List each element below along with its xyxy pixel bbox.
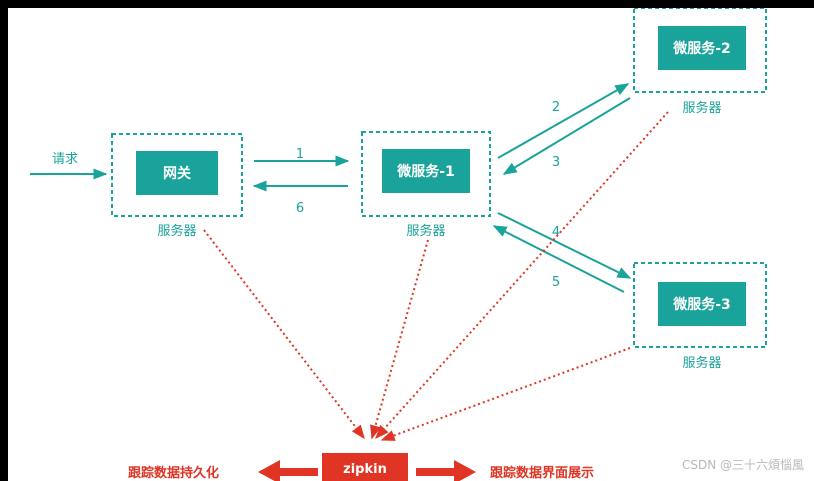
trace-arrow-ms1 bbox=[370, 239, 429, 440]
arrow-step-3 bbox=[502, 97, 631, 175]
ms3-box bbox=[658, 282, 746, 326]
trace-arrow-gateway bbox=[203, 229, 365, 440]
step-5-label: 5 bbox=[552, 275, 560, 290]
gateway-label: 网关 bbox=[163, 165, 191, 182]
ms1-node: 微服务-1 服务器 bbox=[361, 131, 491, 239]
trace-arrow-ms3 bbox=[380, 347, 631, 441]
gateway-node: 网关 服务器 bbox=[111, 133, 243, 239]
display-label: 跟踪数据界面展示 bbox=[490, 465, 594, 481]
persist-arrow-shaft bbox=[278, 468, 318, 476]
step-1-label: 1 bbox=[296, 147, 304, 162]
ms2-node: 微服务-2 服务器 bbox=[633, 8, 767, 116]
gateway-caption: 服务器 bbox=[157, 223, 196, 239]
arrow-step-4 bbox=[497, 212, 632, 279]
step-3-label: 3 bbox=[552, 155, 560, 170]
ms3-caption: 服务器 bbox=[682, 355, 721, 371]
ms2-label: 微服务-2 bbox=[672, 40, 731, 57]
display-arrow-head bbox=[454, 460, 476, 481]
ms2-box bbox=[658, 26, 746, 70]
architecture-diagram: 请求 网关 服务器 微服务-1 服务器 微服务-2 服务器 微服务-3 bbox=[30, 8, 767, 481]
ms3-server-frame bbox=[633, 262, 767, 348]
zipkin-box bbox=[322, 453, 408, 481]
ms3-node: 微服务-3 服务器 bbox=[633, 262, 767, 371]
persist-arrow-head bbox=[258, 460, 280, 481]
ms1-caption: 服务器 bbox=[406, 223, 445, 239]
step-4-label: 4 bbox=[552, 225, 560, 240]
ms2-server-frame bbox=[633, 8, 767, 93]
step-2-label: 2 bbox=[552, 100, 560, 115]
zipkin-label: zipkin bbox=[343, 462, 387, 477]
ms2-caption: 服务器 bbox=[682, 100, 721, 116]
arrow-step-2 bbox=[497, 83, 630, 159]
ms1-server-frame bbox=[361, 131, 491, 217]
gateway-box bbox=[136, 151, 218, 195]
request-label: 请求 bbox=[52, 152, 78, 167]
diagram-canvas: 请求 网关 服务器 微服务-1 服务器 微服务-2 服务器 微服务-3 bbox=[8, 8, 814, 481]
persist-label: 跟踪数据持久化 bbox=[128, 465, 219, 481]
csdn-watermark: CSDN @三十六煩惱風 bbox=[681, 458, 804, 472]
ms1-label: 微服务-1 bbox=[396, 163, 455, 180]
ms1-box bbox=[382, 149, 470, 193]
step-6-label: 6 bbox=[296, 201, 304, 216]
arrow-step-5 bbox=[492, 225, 625, 293]
ms3-label: 微服务-3 bbox=[672, 296, 731, 313]
display-arrow-shaft bbox=[416, 468, 456, 476]
gateway-server-frame bbox=[111, 133, 243, 217]
